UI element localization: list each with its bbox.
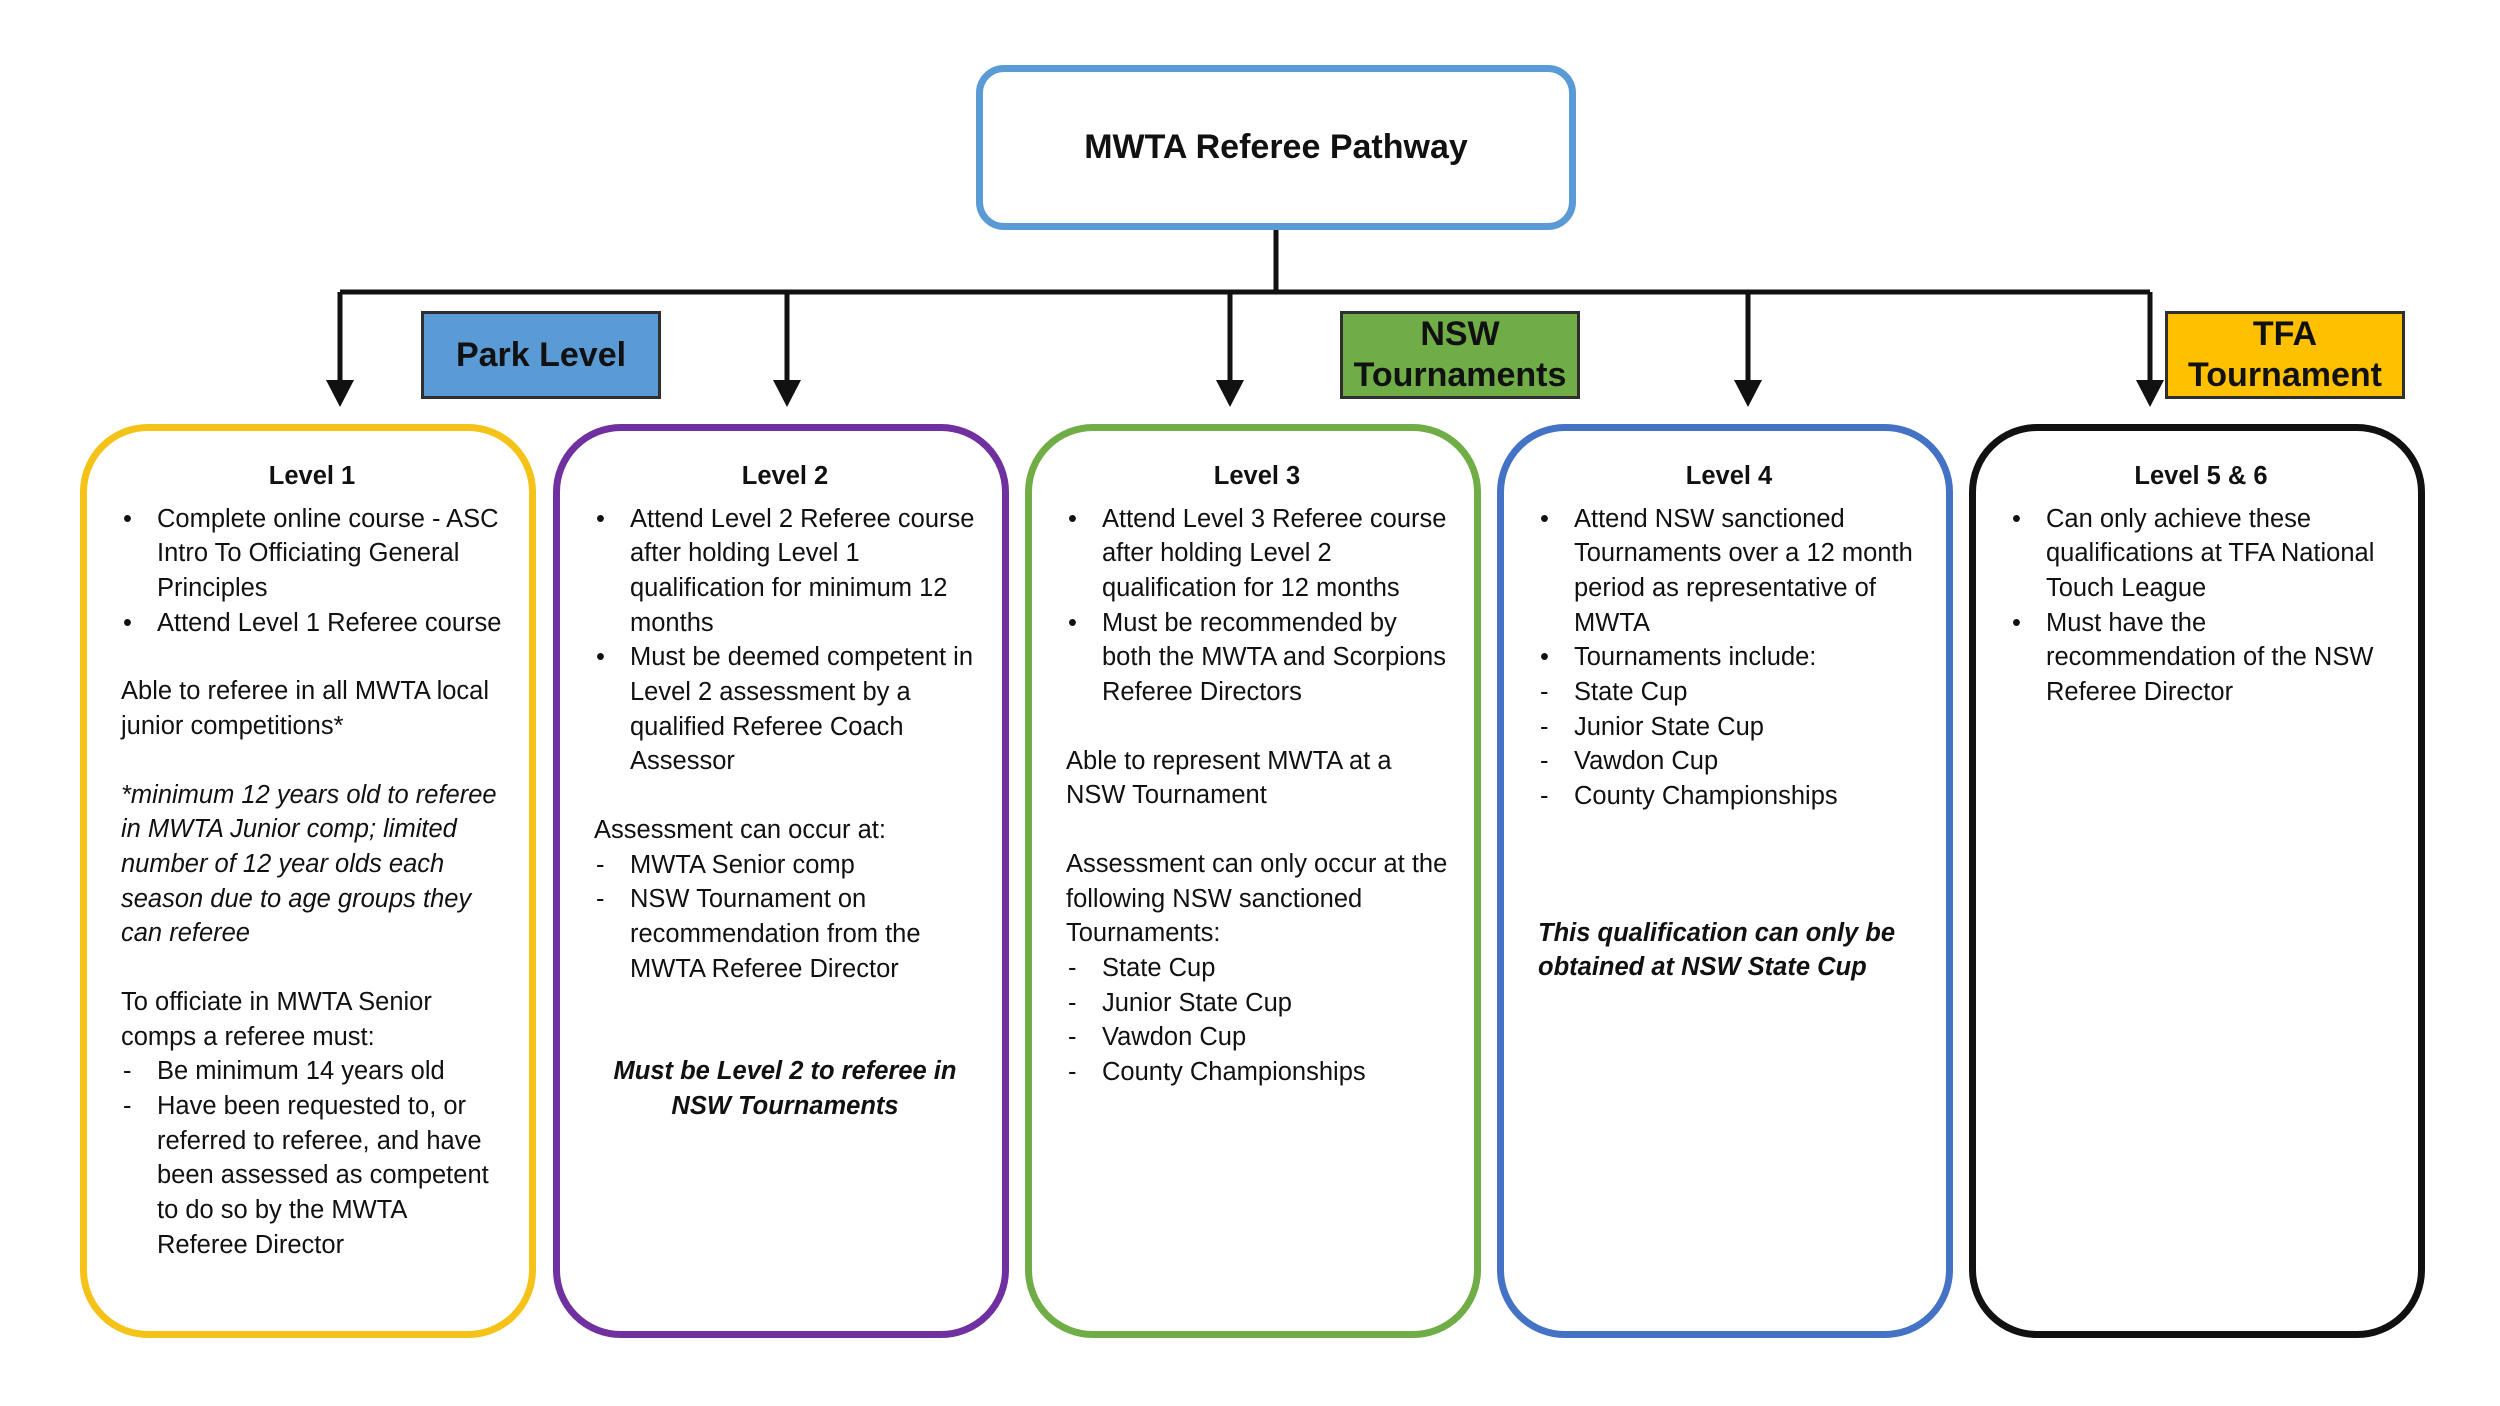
level-4-tournament-list: State Cup Junior State Cup Vawdon Cup Co… — [1538, 675, 1920, 814]
level-2-bullet: Attend Level 2 Referee course after hold… — [594, 502, 976, 641]
level-1-bullets: Complete online course - ASC Intro To Of… — [121, 502, 503, 641]
level-1-bullet: Complete online course - ASC Intro To Of… — [121, 502, 503, 606]
level-2-bullets: Attend Level 2 Referee course after hold… — [594, 502, 976, 779]
pathway-title: MWTA Referee Pathway — [1084, 128, 1468, 166]
level-4-note: This qualification can only be obtained … — [1538, 918, 1896, 982]
level-1-paragraph: Able to referee in all MWTA local junior… — [121, 677, 490, 741]
level-4-bullet: Tournaments include: — [1538, 640, 1920, 675]
level-4-card: Level 4 Attend NSW sanctioned Tournament… — [1497, 424, 1953, 1338]
level-5-6-bullets: Can only achieve these qualifications at… — [2010, 502, 2392, 710]
level-4-title: Level 4 — [1685, 462, 1773, 490]
level-1-senior-list: Be minimum 14 years old Have been reques… — [121, 1054, 503, 1262]
level-3-bullets: Attend Level 3 Referee course after hold… — [1066, 502, 1448, 710]
level-3-card: Level 3 Attend Level 3 Referee course af… — [1025, 424, 1481, 1338]
level-3-assessment-item: County Championships — [1066, 1055, 1448, 1090]
level-4-tournament-item: Vawdon Cup — [1538, 744, 1920, 779]
level-1-title: Level 1 — [268, 462, 356, 490]
level-3-bullet: Attend Level 3 Referee course after hold… — [1066, 502, 1448, 606]
level-3-paragraph: Able to represent MWTA at a NSW Tourname… — [1066, 746, 1392, 810]
level-5-6-bullet: Can only achieve these qualifications at… — [2010, 502, 2392, 606]
level-2-assessment-item: MWTA Senior comp — [594, 848, 976, 883]
level-4-tournament-item: State Cup — [1538, 675, 1920, 710]
arrowhead-level3 — [1216, 380, 1244, 407]
level-2-assessment-intro: Assessment can occur at: — [594, 816, 886, 845]
level-2-note: Must be Level 2 to referee in NSW Tourna… — [613, 1057, 957, 1121]
level-1-card: Level 1 Complete online course - ASC Int… — [80, 424, 536, 1338]
arrowhead-level56 — [2136, 380, 2164, 407]
level-3-assessment-list: State Cup Junior State Cup Vawdon Cup Co… — [1066, 951, 1448, 1090]
level-2-assessment-item: NSW Tournament on recommendation from th… — [594, 882, 976, 986]
level-3-assessment-item: Vawdon Cup — [1066, 1020, 1448, 1055]
level-3-title: Level 3 — [1213, 462, 1301, 490]
level-5-6-bullet: Must have the recommendation of the NSW … — [2010, 606, 2392, 710]
level-2-card: Level 2 Attend Level 2 Referee course af… — [553, 424, 1009, 1338]
level-2-assessment-list: MWTA Senior comp NSW Tournament on recom… — [594, 848, 976, 987]
level-3-assessment-item: Junior State Cup — [1066, 986, 1448, 1021]
arrowhead-level2 — [773, 380, 801, 407]
tfa-tournament-tag: TFA Tournament — [2165, 311, 2405, 399]
level-2-title: Level 2 — [741, 462, 829, 490]
arrowhead-level1 — [326, 380, 354, 407]
level-5-6-card: Level 5 & 6 Can only achieve these quali… — [1969, 424, 2425, 1338]
level-4-tournament-item: County Championships — [1538, 779, 1920, 814]
level-5-6-title: Level 5 & 6 — [2134, 462, 2268, 490]
nsw-tournaments-tag: NSW Tournaments — [1340, 311, 1580, 399]
level-3-assessment-item: State Cup — [1066, 951, 1448, 986]
level-1-bullet: Attend Level 1 Referee course — [121, 606, 503, 641]
level-2-bullet: Must be deemed competent in Level 2 asse… — [594, 640, 976, 779]
level-4-bullets: Attend NSW sanctioned Tournaments over a… — [1538, 502, 1920, 675]
level-1-age-note: *minimum 12 years old to referee in MWTA… — [121, 780, 497, 948]
park-level-tag: Park Level — [421, 311, 661, 399]
pathway-title-box: MWTA Referee Pathway — [976, 65, 1576, 230]
level-1-senior-item: Be minimum 14 years old — [121, 1054, 503, 1089]
level-1-senior-intro: To officiate in MWTA Senior comps a refe… — [121, 988, 432, 1051]
level-4-bullet: Attend NSW sanctioned Tournaments over a… — [1538, 502, 1920, 641]
level-4-tournament-item: Junior State Cup — [1538, 710, 1920, 745]
arrowhead-level4 — [1734, 380, 1762, 407]
level-1-senior-item: Have been requested to, or referred to r… — [121, 1089, 503, 1262]
level-3-bullet: Must be recommended by both the MWTA and… — [1066, 606, 1448, 710]
level-3-assessment-intro: Assessment can only occur at the followi… — [1066, 850, 1448, 948]
